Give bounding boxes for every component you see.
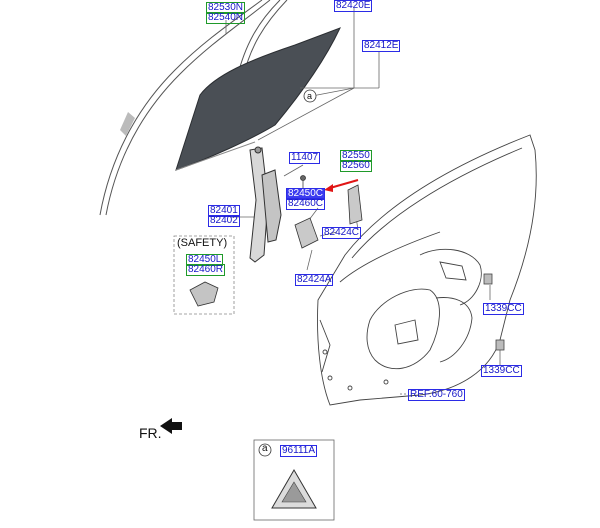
glass-callout-letter: a xyxy=(307,91,313,101)
safety-caption: (SAFETY) xyxy=(177,237,228,249)
part-label-82402[interactable]: 82402 xyxy=(208,215,240,227)
part-label-82420E[interactable]: 82420E xyxy=(334,0,373,12)
part-label-82550[interactable]: 82550 xyxy=(340,150,372,162)
door-clips xyxy=(483,273,505,351)
part-label-96111A[interactable]: 96111A xyxy=(280,445,317,457)
part-label-82560[interactable]: 82560 xyxy=(340,160,372,172)
part-label-82460C[interactable]: 82460C xyxy=(286,198,326,210)
part-label-1339CC-upper[interactable]: 1339CC xyxy=(483,303,524,315)
glass-callout-circle xyxy=(303,89,317,103)
glass-edge xyxy=(175,141,256,171)
front-direction-arrow xyxy=(160,418,182,434)
regulator-carriers xyxy=(294,175,363,249)
part-label-82412E[interactable]: 82412E xyxy=(362,40,401,52)
part-label-82401[interactable]: 82401 xyxy=(208,205,240,217)
inset-callout-letter: a xyxy=(262,443,268,454)
part-label-82450L[interactable]: 82450L xyxy=(186,254,224,266)
part-label-82530N[interactable]: 82530N xyxy=(206,2,246,14)
part-label-82424A[interactable]: 82424A xyxy=(295,274,334,286)
highlight-pointer xyxy=(324,179,359,192)
part-label-82424C[interactable]: 82424C xyxy=(322,227,362,239)
window-regulator xyxy=(249,146,282,263)
front-direction-label: FR. xyxy=(139,425,162,441)
part-label-82540N[interactable]: 82540N xyxy=(206,12,246,24)
part-label-11407[interactable]: 11407 xyxy=(289,152,321,164)
part-label-82460R[interactable]: 82460R xyxy=(186,264,226,276)
part-label-1339CC-lower[interactable]: 1339CC xyxy=(481,365,522,377)
reference-label-60-760[interactable]: REF.60-760 xyxy=(408,389,465,401)
part-label-82450C[interactable]: 82450C xyxy=(286,188,326,200)
door-inner-panel xyxy=(317,134,537,406)
safety-motor xyxy=(189,281,219,307)
sticker-inner xyxy=(281,481,307,503)
inset-callout-circle xyxy=(258,443,272,457)
safety-group-box xyxy=(173,235,235,315)
molding-shade xyxy=(120,112,135,136)
door-glass xyxy=(175,27,341,171)
